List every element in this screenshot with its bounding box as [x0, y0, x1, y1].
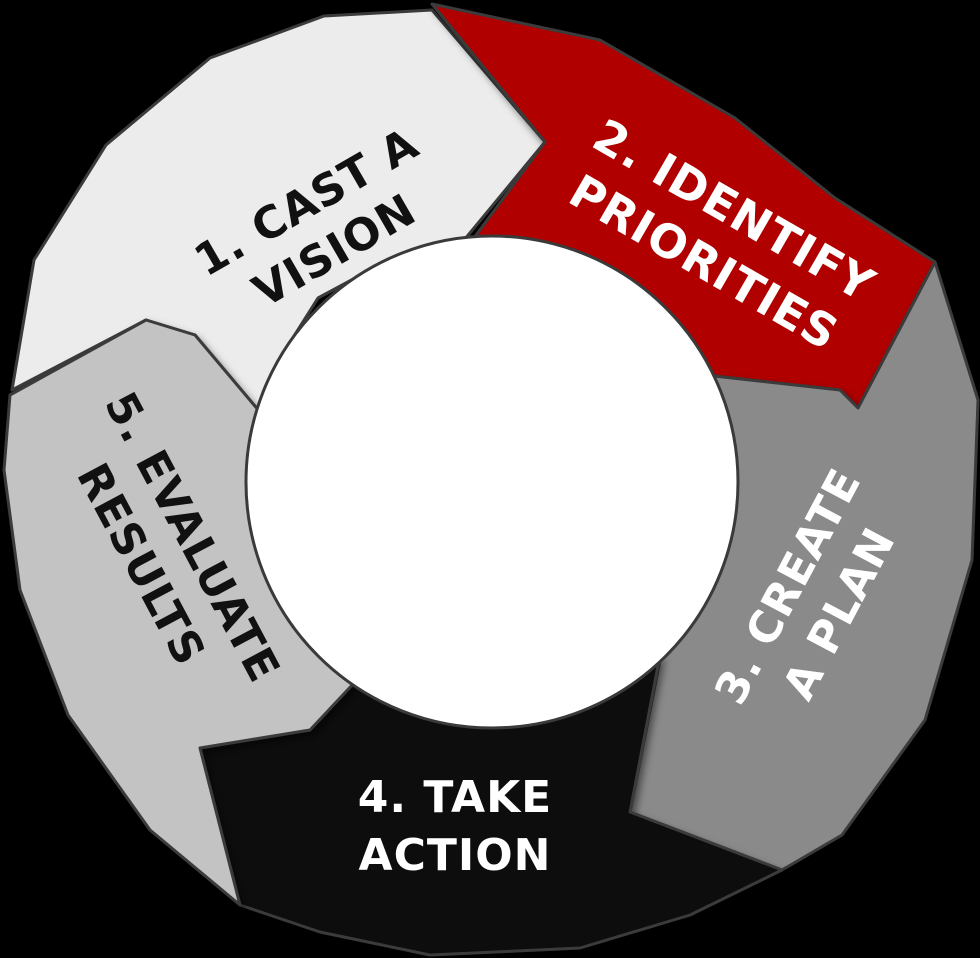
label-take-action-line1: 4. TAKE: [358, 772, 552, 823]
label-take-action: 4. TAKE ACTION: [358, 772, 552, 881]
segment-evaluate-results: [2, 318, 357, 907]
label-take-action-line2: ACTION: [359, 830, 552, 881]
center-hole: [244, 234, 740, 730]
